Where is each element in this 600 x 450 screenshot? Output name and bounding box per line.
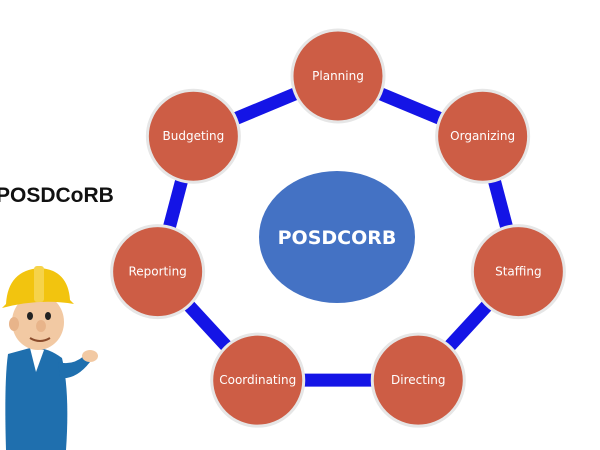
step-label: Organizing bbox=[450, 129, 515, 143]
step-label: Budgeting bbox=[163, 129, 225, 143]
step-staffing: Staffing bbox=[470, 224, 566, 320]
center-circle: POSDCORB bbox=[259, 171, 415, 303]
step-label: Planning bbox=[312, 69, 364, 83]
step-budgeting: Budgeting bbox=[145, 88, 241, 184]
step-organizing: Organizing bbox=[435, 88, 531, 184]
step-circle bbox=[145, 88, 241, 184]
step-directing: Directing bbox=[370, 332, 466, 428]
step-label: Directing bbox=[391, 373, 446, 387]
side-title: POSDCoRB bbox=[0, 184, 114, 207]
step-circle bbox=[370, 332, 466, 428]
step-planning: Planning bbox=[290, 28, 386, 124]
step-coordinating: Coordinating bbox=[210, 332, 306, 428]
step-circle bbox=[435, 88, 531, 184]
step-circle bbox=[110, 224, 206, 320]
construction-worker-icon bbox=[2, 266, 98, 450]
step-label: Reporting bbox=[128, 265, 186, 279]
step-circle bbox=[210, 332, 306, 428]
step-reporting: Reporting bbox=[110, 224, 206, 320]
step-label: Coordinating bbox=[219, 373, 296, 387]
step-circle bbox=[290, 28, 386, 124]
step-label: Staffing bbox=[495, 265, 542, 279]
step-circle bbox=[470, 224, 566, 320]
center-label: POSDCORB bbox=[278, 227, 397, 249]
